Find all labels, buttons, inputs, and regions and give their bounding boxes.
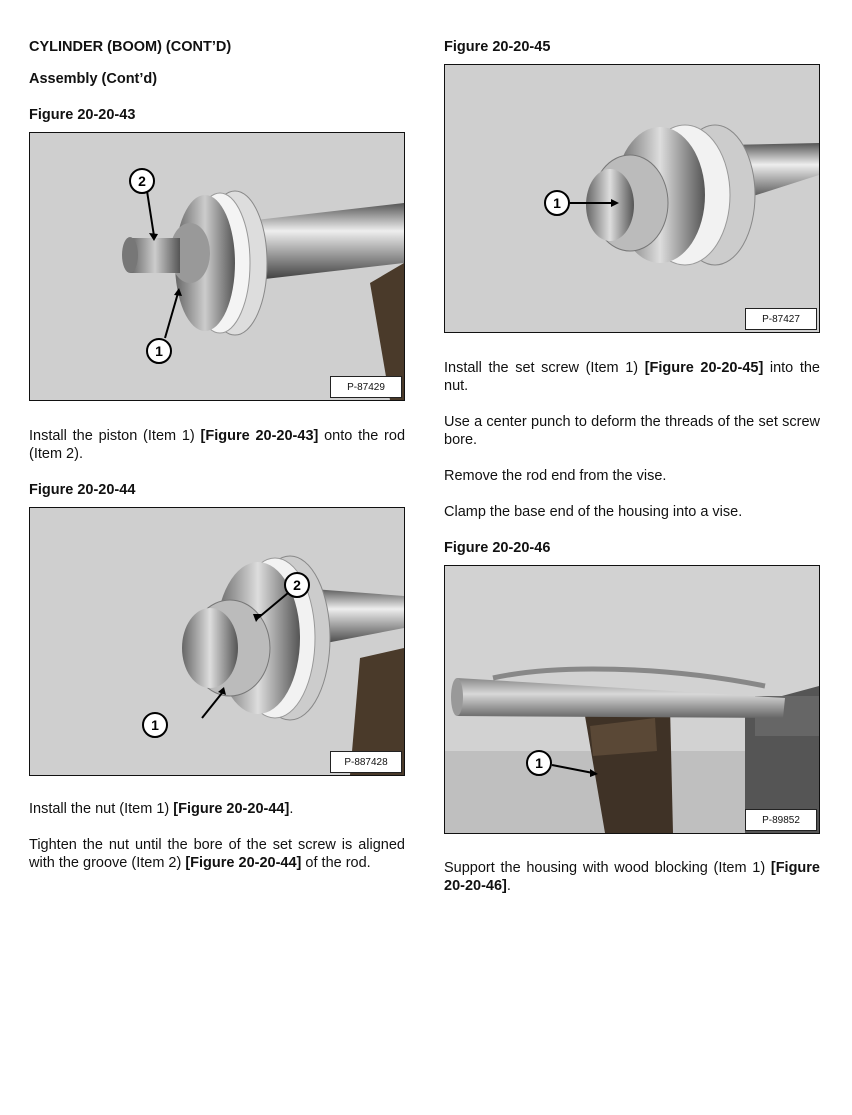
- paragraph-support-housing: Support the housing with wood blocking (…: [444, 860, 820, 894]
- figure-46-label: Figure 20-20-46: [444, 540, 551, 556]
- right-column: Figure 20-20-45 1 P-87427 Ins: [444, 38, 820, 895]
- left-column: CYLINDER (BOOM) (CONT’D) Assembly (Cont’…: [29, 38, 405, 872]
- figure-43-callout-1: 1: [155, 343, 163, 359]
- figure-43-callout-2: 2: [138, 173, 146, 189]
- section-title: CYLINDER (BOOM) (CONT’D): [29, 39, 232, 55]
- figure-45-photo: 1 P-87427: [444, 64, 820, 333]
- paragraph-clamp-base: Clamp the base end of the housing into a…: [444, 504, 743, 520]
- figure-45-callout-1: 1: [553, 195, 561, 211]
- figure-44-photo-number: P-887428: [330, 751, 402, 773]
- paragraph-tighten-nut: Tighten the nut until the bore of the se…: [29, 837, 405, 871]
- figure-44-label: Figure 20-20-44: [29, 482, 136, 498]
- figure-43-photo-number: P-87429: [330, 376, 402, 398]
- figure-45-label: Figure 20-20-45: [444, 39, 551, 55]
- figure-46-photo: 1 P-89852: [444, 565, 820, 834]
- figure-46-photo-number: P-89852: [745, 809, 817, 831]
- section-subtitle: Assembly (Cont’d): [29, 71, 158, 87]
- paragraph-install-set-screw: Install the set screw (Item 1) [Figure 2…: [444, 360, 820, 394]
- paragraph-install-nut: Install the nut (Item 1) [Figure 20-20-4…: [29, 801, 294, 817]
- paragraph-center-punch: Use a center punch to deform the threads…: [444, 414, 820, 448]
- paragraph-install-piston: Install the piston (Item 1) [Figure 20-2…: [29, 428, 406, 462]
- figure-43-label: Figure 20-20-43: [29, 107, 136, 123]
- figure-44-callout-2: 2: [293, 577, 301, 593]
- figure-45-photo-number: P-87427: [745, 308, 817, 330]
- figure-44-callout-1: 1: [151, 717, 159, 733]
- figure-44-photo: 2 1 P-887428: [29, 507, 405, 776]
- figure-43-photo: 2 1 P-87429: [29, 132, 405, 401]
- figure-46-callout-1: 1: [535, 755, 543, 771]
- paragraph-remove-rod-end: Remove the rod end from the vise.: [444, 468, 667, 484]
